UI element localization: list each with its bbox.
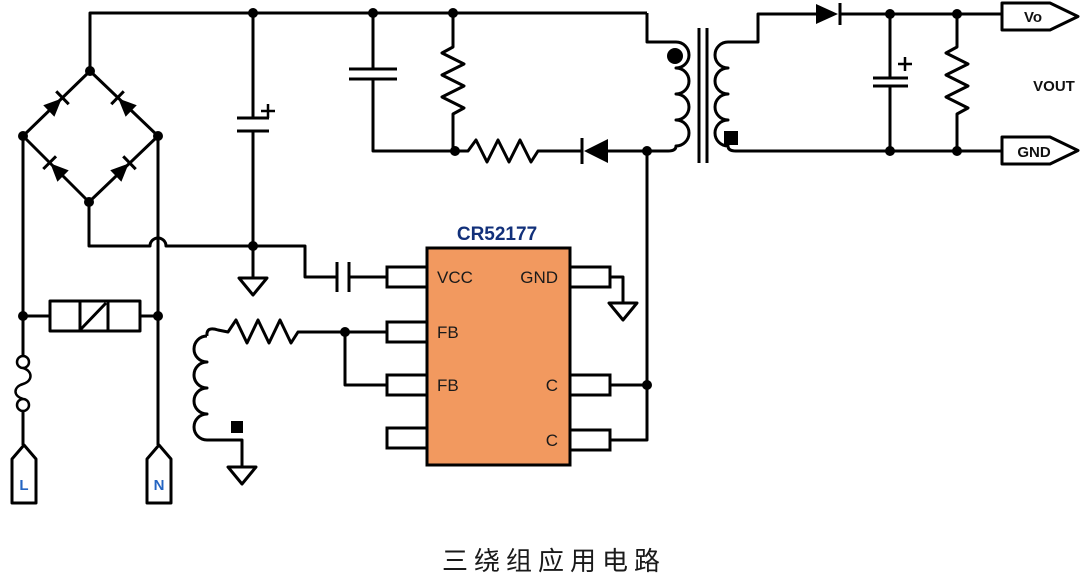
pin-vcc [385,265,429,289]
pin-label-vcc: VCC [437,268,473,287]
output-stage: Vo GND VOUT [816,1,1080,166]
clamp-network [455,138,647,164]
pin-c2 [568,428,612,452]
ic-body [425,246,572,467]
pin-label-gnd: GND [520,268,558,287]
primary-polarity-dot [667,48,683,64]
neutral-terminal: N [145,443,173,505]
output-capacitor [873,14,912,151]
bridge-diode-bottom-right [110,155,137,182]
load-resistor [944,14,970,151]
output-diode [816,3,1002,25]
fb2-branch-wire [343,332,387,387]
aux-polarity-dot [231,421,243,433]
plus-sign [898,57,912,71]
hv-rail-wire [88,11,647,71]
ic-cr52177: CR52177 VCC GND FB FB C C [385,224,639,467]
primary-ground-run [87,202,337,297]
aux-winding-network [192,318,387,486]
bridge-diode-bottom-left [42,155,69,182]
pin-label-c2: C [546,431,558,450]
drain-net-wire [610,151,649,442]
pin-fb2 [385,373,429,397]
vcc-capacitor [335,262,387,292]
bulk-capacitor [237,13,275,246]
fuse [14,354,32,413]
snubber-capacitor [349,13,455,153]
pin-label-fb2: FB [437,376,459,395]
ground-symbol-ic [607,301,639,322]
plus-sign [261,104,275,118]
secondary-polarity-dot [724,131,738,145]
pin-nc [385,426,429,450]
pin-fb1 [385,320,429,344]
junction-dots [18,8,962,390]
line-terminal-label: L [19,477,28,494]
pin-gnd [568,265,612,289]
gnd-terminal: GND [1000,135,1080,166]
feedback-resistor [205,318,387,345]
transformer-core [697,28,709,163]
ic-gnd-wire [610,275,625,302]
bridge-rectifier [21,69,160,204]
gnd-terminal-label: GND [1017,144,1051,161]
pin-label-c1: C [546,376,558,395]
neutral-terminal-label: N [154,477,165,494]
figure-caption: 三绕组应用电路 [442,547,666,576]
vo-terminal-label: Vo [1024,9,1042,26]
primary-winding [645,13,691,153]
transformer [645,12,1002,163]
snubber-network [349,13,466,153]
secondary-winding [713,12,1002,153]
auxiliary-winding [192,334,244,467]
pin-c1 [568,373,612,397]
varistor [23,299,158,333]
vout-label: VOUT [1033,78,1075,95]
pin-label-fb1: FB [437,323,459,342]
vo-terminal: Vo [1000,1,1080,32]
ground-symbol-main [237,276,269,297]
line-terminal: L [10,443,38,505]
bridge-diode-top-left [43,90,70,117]
ground-symbol-aux [226,465,258,486]
clamp-diode [580,138,647,164]
ic-title: CR52177 [457,224,537,245]
clamp-resistor [455,138,582,164]
bridge-diode-top-right [110,90,137,117]
snubber-resistor [440,13,466,151]
ac-input-section: L N [10,136,173,505]
